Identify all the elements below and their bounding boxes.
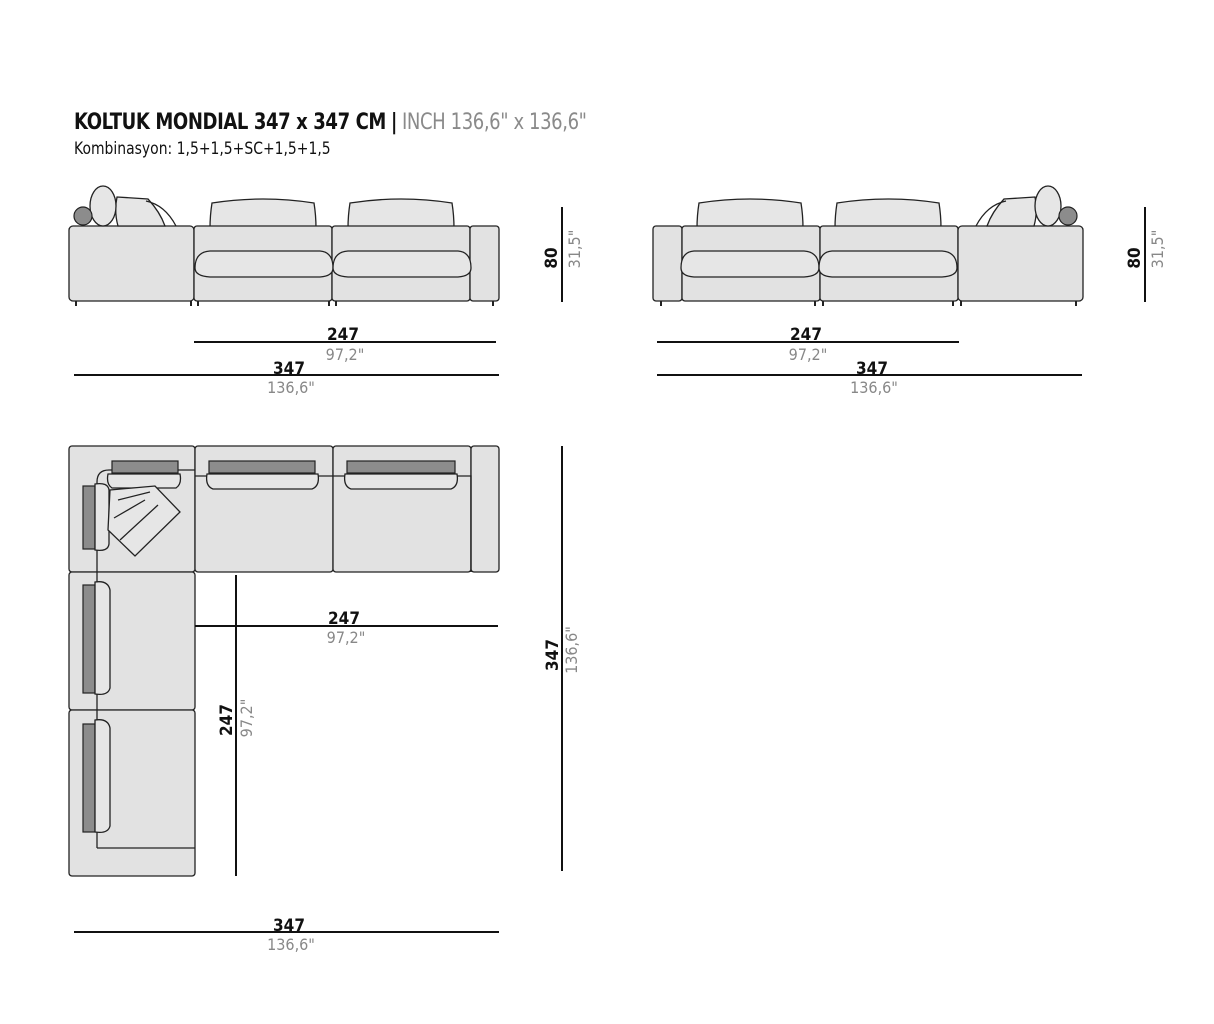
page-title: KOLTUK MONDIAL 347 x 347 CM|INCH 136,6" … xyxy=(74,108,587,138)
back-cushion xyxy=(82,723,96,833)
plan-dimensions: 247 97,2" 247 97,2" 347 136,6" 347 136,6… xyxy=(74,446,581,954)
seat-cushion-edge xyxy=(94,581,111,696)
dim-inch: 97,2" xyxy=(237,699,256,738)
seat-cushion-edge xyxy=(205,473,320,490)
sofa-legs xyxy=(660,300,1077,306)
title-separator: | xyxy=(390,110,398,135)
back-pillow xyxy=(986,196,1037,227)
sofa-legs xyxy=(75,300,494,306)
seat-cushion-edge xyxy=(343,473,459,490)
dim-cm: 347 xyxy=(273,916,305,936)
dim-cm: 80 xyxy=(542,247,562,268)
seat-cushion xyxy=(818,250,958,278)
seat-cushion xyxy=(194,250,334,278)
seat-cushion-edge xyxy=(94,719,111,834)
dim-inch: 97,2" xyxy=(327,628,366,647)
back-pillow xyxy=(89,185,117,227)
corner-pillow xyxy=(107,485,181,557)
dim-cm: 347 xyxy=(273,359,305,379)
front-view-left xyxy=(68,185,500,306)
seat-cushion-edge xyxy=(106,473,182,489)
dim-cm: 347 xyxy=(856,359,888,379)
bolster-pillow xyxy=(73,206,93,226)
seat-cushion-edge xyxy=(94,482,110,552)
dim-inch: 136,6" xyxy=(267,935,315,954)
back-pillow xyxy=(115,196,166,227)
sofa-arm xyxy=(469,225,500,302)
dim-cm: 247 xyxy=(217,704,237,736)
corner-module xyxy=(68,225,195,302)
dim-cm: 247 xyxy=(327,325,359,345)
front-right-dimensions: 247 97,2" 347 136,6" 80 31,5" xyxy=(657,207,1167,397)
sofa-arm xyxy=(470,445,500,573)
back-cushion xyxy=(111,460,179,474)
front-view-right xyxy=(652,185,1084,306)
dim-cm: 247 xyxy=(790,325,822,345)
dim-inch: 136,6" xyxy=(267,378,315,397)
plan-view xyxy=(68,445,500,877)
front-left-dimensions: 247 97,2" 347 136,6" 80 31,5" xyxy=(74,207,584,397)
dim-inch: 97,2" xyxy=(789,345,828,364)
back-pillow xyxy=(1034,185,1062,227)
header: KOLTUK MONDIAL 347 x 347 CM|INCH 136,6" … xyxy=(74,108,699,160)
dim-cm: 247 xyxy=(328,609,360,629)
dim-cm: 347 xyxy=(543,639,563,671)
dim-inch: 31,5" xyxy=(1148,230,1167,269)
back-cushion xyxy=(346,460,456,474)
sofa-arm xyxy=(652,225,683,302)
title-inch: INCH 136,6" x 136,6" xyxy=(401,110,587,135)
dim-inch: 97,2" xyxy=(326,345,365,364)
combination-subtitle: Kombinasyon: 1,5+1,5+SC+1,5+1,5 xyxy=(74,139,331,159)
title-cm: KOLTUK MONDIAL 347 x 347 CM xyxy=(74,110,386,135)
dim-inch: 31,5" xyxy=(565,230,584,269)
seat-cushion xyxy=(680,250,820,278)
corner-module xyxy=(957,225,1084,302)
back-cushion xyxy=(82,485,96,550)
back-cushion xyxy=(208,460,316,474)
dim-cm: 80 xyxy=(1125,247,1145,268)
back-cushion xyxy=(82,584,96,694)
bolster-pillow xyxy=(1058,206,1078,226)
seat-cushion xyxy=(332,250,472,278)
dim-inch: 136,6" xyxy=(562,626,581,674)
dim-inch: 136,6" xyxy=(850,378,898,397)
